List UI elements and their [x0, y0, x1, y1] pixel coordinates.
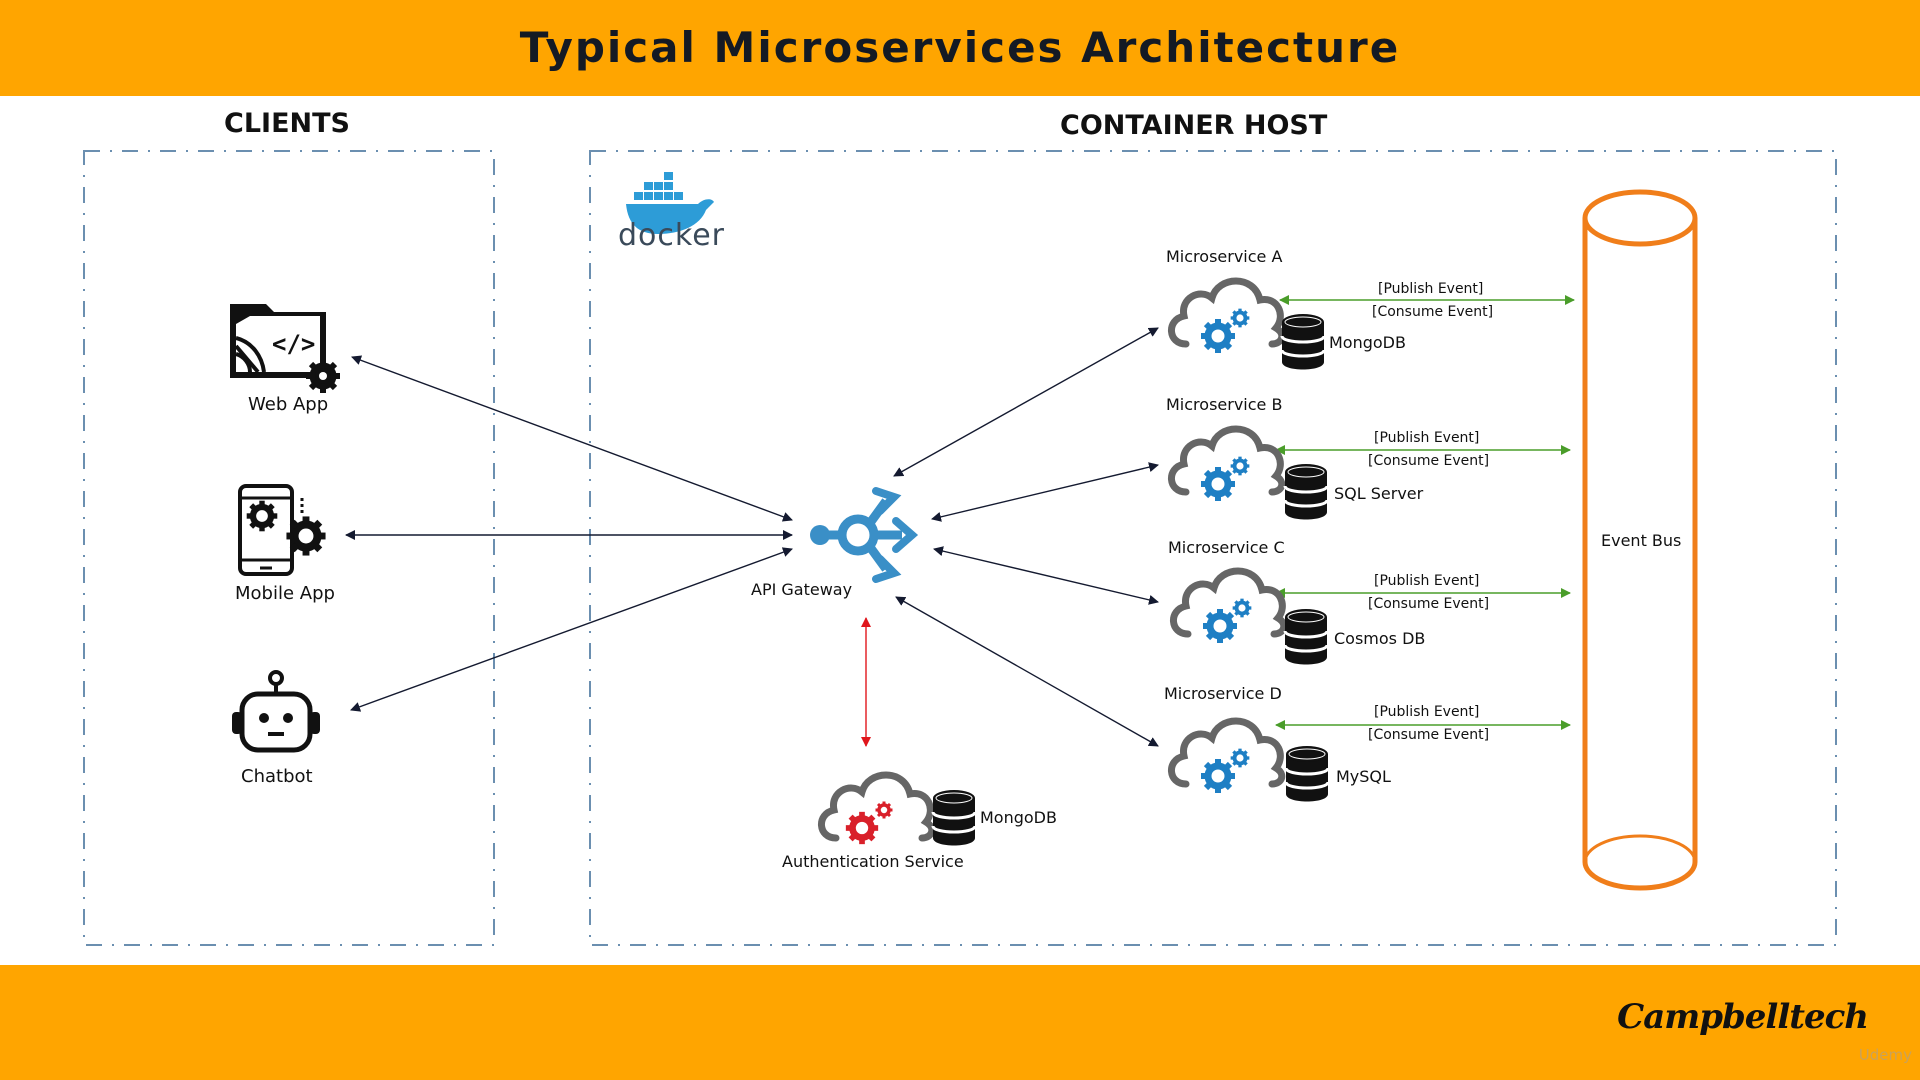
docker-logo-icon: [626, 172, 714, 234]
microservice-b-connector: [931, 462, 1159, 522]
microservice-d-connector: [895, 596, 1159, 747]
publish-event-label-d: [Publish Event]: [1374, 704, 1480, 720]
web-app-icon: </>: [230, 304, 340, 393]
publish-event-label-c: [Publish Event]: [1374, 573, 1480, 589]
microservice-a-cloud-icon: [1171, 281, 1281, 353]
microservice-c-db-label: Cosmos DB: [1334, 629, 1426, 648]
chatbot-label: Chatbot: [241, 766, 313, 787]
page-title: Typical Microservices Architecture: [519, 23, 1401, 72]
mobile-app-label: Mobile App: [235, 583, 335, 604]
auth-service-cloud-icon: [821, 775, 931, 844]
chatbot-connector: [350, 547, 793, 712]
microservice-c-cloud-icon: [1173, 571, 1283, 643]
event-bus-cylinder-icon: [1582, 189, 1698, 891]
microservice-d-db-icon: [1284, 744, 1330, 803]
api-gateway-label: API Gateway: [751, 580, 853, 599]
publish-event-label-a: [Publish Event]: [1378, 281, 1484, 297]
container-host-boundary: [589, 150, 1837, 946]
web-app-label: Web App: [248, 394, 329, 415]
mobile-app-icon: [238, 484, 326, 576]
chatbot-icon: [232, 670, 320, 753]
api-gateway-icon: [810, 487, 919, 583]
microservice-d-db-label: MySQL: [1336, 767, 1391, 786]
microservice-c-label: Microservice C: [1168, 538, 1285, 557]
auth-service-label: Authentication Service: [782, 852, 964, 871]
microservice-d-label: Microservice D: [1164, 684, 1282, 703]
microservice-a-db-label: MongoDB: [1329, 333, 1406, 352]
auth-db-label: MongoDB: [980, 808, 1057, 827]
microservice-a-connector: [893, 327, 1159, 477]
microservice-a-db-icon: [1280, 312, 1326, 371]
microservice-b-cloud-icon: [1171, 429, 1281, 501]
microservice-b-label: Microservice B: [1166, 395, 1283, 414]
clients-boundary: [83, 150, 495, 946]
brand-logo: Campbelltech: [1617, 997, 1869, 1037]
container-host-heading: CONTAINER HOST: [1060, 110, 1328, 141]
microservice-c-connector: [933, 546, 1159, 605]
footer-banner: [0, 965, 1920, 1080]
clients-heading: CLIENTS: [224, 108, 350, 139]
publish-event-label-b: [Publish Event]: [1374, 430, 1480, 446]
svg-text:</>: </>: [272, 330, 315, 358]
consume-event-label-d: [Consume Event]: [1368, 727, 1490, 743]
event-bus-label: Event Bus: [1601, 531, 1682, 550]
consume-event-label-a: [Consume Event]: [1372, 304, 1494, 320]
docker-wordmark: docker: [618, 218, 725, 253]
udemy-watermark: Udemy: [1858, 1046, 1912, 1064]
consume-event-label-b: [Consume Event]: [1368, 453, 1490, 469]
auth-db-icon: [931, 788, 977, 847]
microservice-d-cloud-icon: [1171, 721, 1281, 793]
microservice-c-db-icon: [1283, 607, 1329, 666]
consume-event-label-c: [Consume Event]: [1368, 596, 1490, 612]
title-banner: [0, 0, 1920, 96]
microservice-a-label: Microservice A: [1166, 247, 1283, 266]
web-app-connector: [351, 355, 793, 522]
microservice-b-db-label: SQL Server: [1334, 484, 1424, 503]
microservice-b-db-icon: [1283, 462, 1329, 521]
